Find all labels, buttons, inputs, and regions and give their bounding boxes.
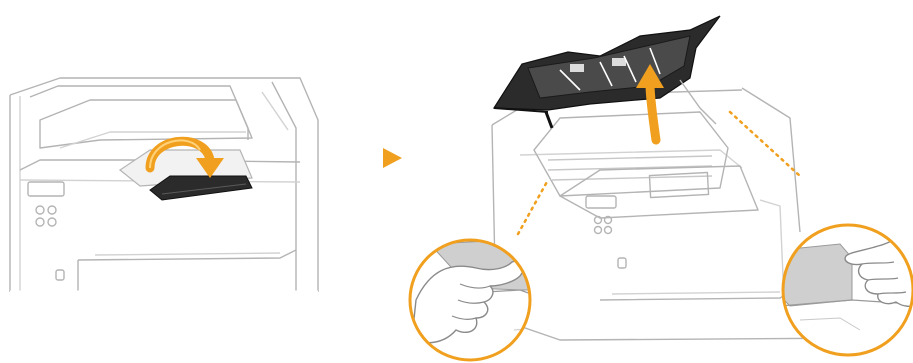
callout-left-grip-detail [400, 230, 548, 363]
panel-step-2 [400, 16, 913, 363]
panel-step-1 [10, 78, 318, 292]
opened-top-cover [494, 16, 720, 128]
step-arrow-icon [383, 148, 402, 168]
front-tray-lid [120, 150, 252, 200]
